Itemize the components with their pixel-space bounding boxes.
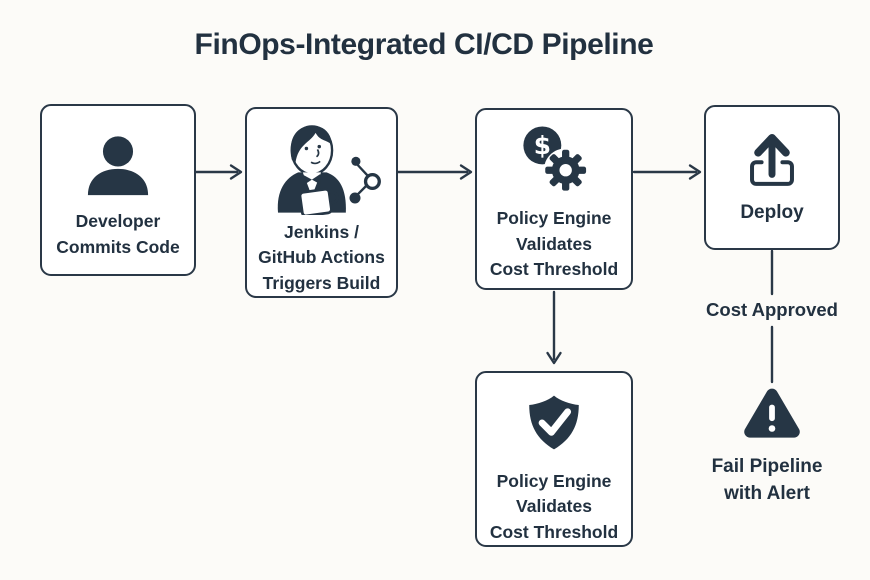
shield-check-icon	[529, 395, 579, 450]
fail-pipeline-label: Fail Pipeline with Alert	[662, 453, 870, 507]
node-deploy: Deploy	[704, 105, 840, 250]
label-line: Policy Engine	[496, 470, 612, 491]
node-ci-build: Jenkins / GitHub Actions Triggers Build	[245, 107, 398, 298]
jenkins-butler-icon	[277, 125, 346, 215]
node-policy-engine: $	[475, 108, 633, 290]
node-label: Jenkins / GitHub Actions Triggers Build	[258, 220, 385, 297]
edge-label-cost-approved: Cost Approved	[706, 299, 838, 320]
arrow-ci-to-policy	[396, 164, 473, 180]
jenkins-git-icon	[277, 125, 381, 215]
label-line: Validates	[516, 233, 592, 254]
node-policy-validate: Policy Engine Validates Cost Threshold	[475, 371, 633, 547]
warning-icon	[744, 388, 800, 438]
label-line: Policy Engine	[496, 208, 612, 228]
label-line: Commits Code	[56, 236, 180, 257]
label-line: Cost Threshold	[489, 521, 619, 542]
dollar-gear-icon: $	[523, 126, 588, 193]
arrow-developer-to-ci	[194, 164, 243, 180]
upload-icon	[750, 133, 794, 186]
node-label: Policy Engine Validates Cost Threshold	[490, 469, 618, 546]
git-branch-icon	[349, 156, 381, 204]
label-line: Developer	[75, 211, 161, 231]
node-developer-commits: Developer Commits Code	[40, 104, 196, 276]
label-line: Triggers Build	[262, 272, 381, 293]
arrow-policy-to-deploy	[632, 164, 702, 180]
label-line: Validates	[516, 496, 592, 516]
dollar-symbol: $	[534, 131, 551, 160]
label-line: Cost Threshold	[489, 259, 619, 279]
label-line: Deploy	[740, 202, 804, 223]
label-line: with Alert	[724, 483, 810, 504]
label-line: Fail Pipeline	[711, 456, 823, 477]
user-icon	[87, 136, 149, 196]
gear-icon	[543, 148, 588, 193]
label-line: GitHub Actions	[258, 247, 385, 267]
diagram-title: FinOps-Integrated CI/CD Pipeline	[194, 28, 654, 61]
label-line: Jenkins /	[284, 221, 359, 242]
node-label: Developer Commits Code	[56, 209, 179, 260]
node-label: Deploy	[740, 200, 803, 226]
arrow-policy-to-policycheck	[546, 290, 562, 365]
node-label: Policy Engine Validates Cost Threshold	[490, 206, 618, 283]
